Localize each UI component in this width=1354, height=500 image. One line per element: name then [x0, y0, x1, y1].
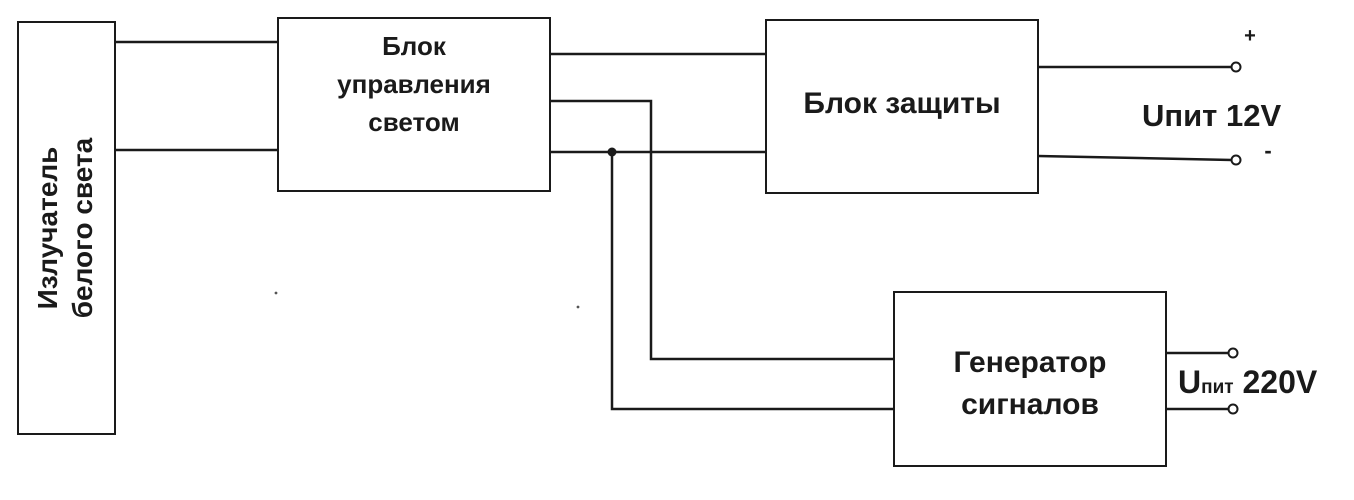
generator-label-line1: Генератор [954, 346, 1107, 379]
terminal-12v-plus [1230, 61, 1242, 73]
supply-220v-space [1234, 364, 1243, 400]
supply-220v-u: U [1178, 364, 1201, 400]
speck-dot [274, 291, 278, 295]
light-control-label-line3: светом [368, 107, 459, 137]
generator-label-line2: сигналов [961, 388, 1099, 421]
wire-junction-generator-lower [610, 152, 894, 411]
supply-12v-u: U [1142, 98, 1164, 133]
protection-label: Блок защиты [803, 87, 1000, 120]
protection-block: Блок защиты [765, 19, 1039, 194]
junction-dot [607, 147, 617, 157]
light-control-label-line1: Блок [382, 31, 447, 61]
supply-12v-sub: пит [1164, 98, 1217, 133]
light-control-block: Блок управления светом [277, 17, 551, 192]
supply-220v-value: 220V [1242, 364, 1317, 400]
supply-12v-space [1217, 98, 1226, 133]
supply-12v-label: Uпит 12V [1142, 98, 1281, 133]
emitter-label-line1: Излучатель [32, 147, 63, 310]
wire-control-generator-upper [550, 99, 894, 361]
wires [115, 40, 1233, 411]
emitter-label-line2: белого света [67, 137, 98, 318]
wire-protection-minus [1037, 154, 1233, 162]
terminal-220v-bottom [1227, 403, 1239, 415]
supply-12v-value: 12V [1226, 98, 1281, 133]
supply-220v-label: Uпит 220V [1178, 364, 1318, 400]
emitter-block: Излучатель белого света [17, 21, 116, 435]
terminal-220v-top [1227, 347, 1239, 359]
generator-block: Генератор сигналов [893, 291, 1167, 467]
plus-sign: + [1244, 25, 1256, 47]
terminals [1227, 61, 1242, 415]
minus-sign: - [1264, 138, 1271, 163]
speck-dot [576, 305, 580, 309]
terminal-12v-minus [1230, 154, 1242, 166]
supply-220v-sub: пит [1201, 377, 1233, 398]
light-control-label-line2: управления [337, 69, 491, 99]
